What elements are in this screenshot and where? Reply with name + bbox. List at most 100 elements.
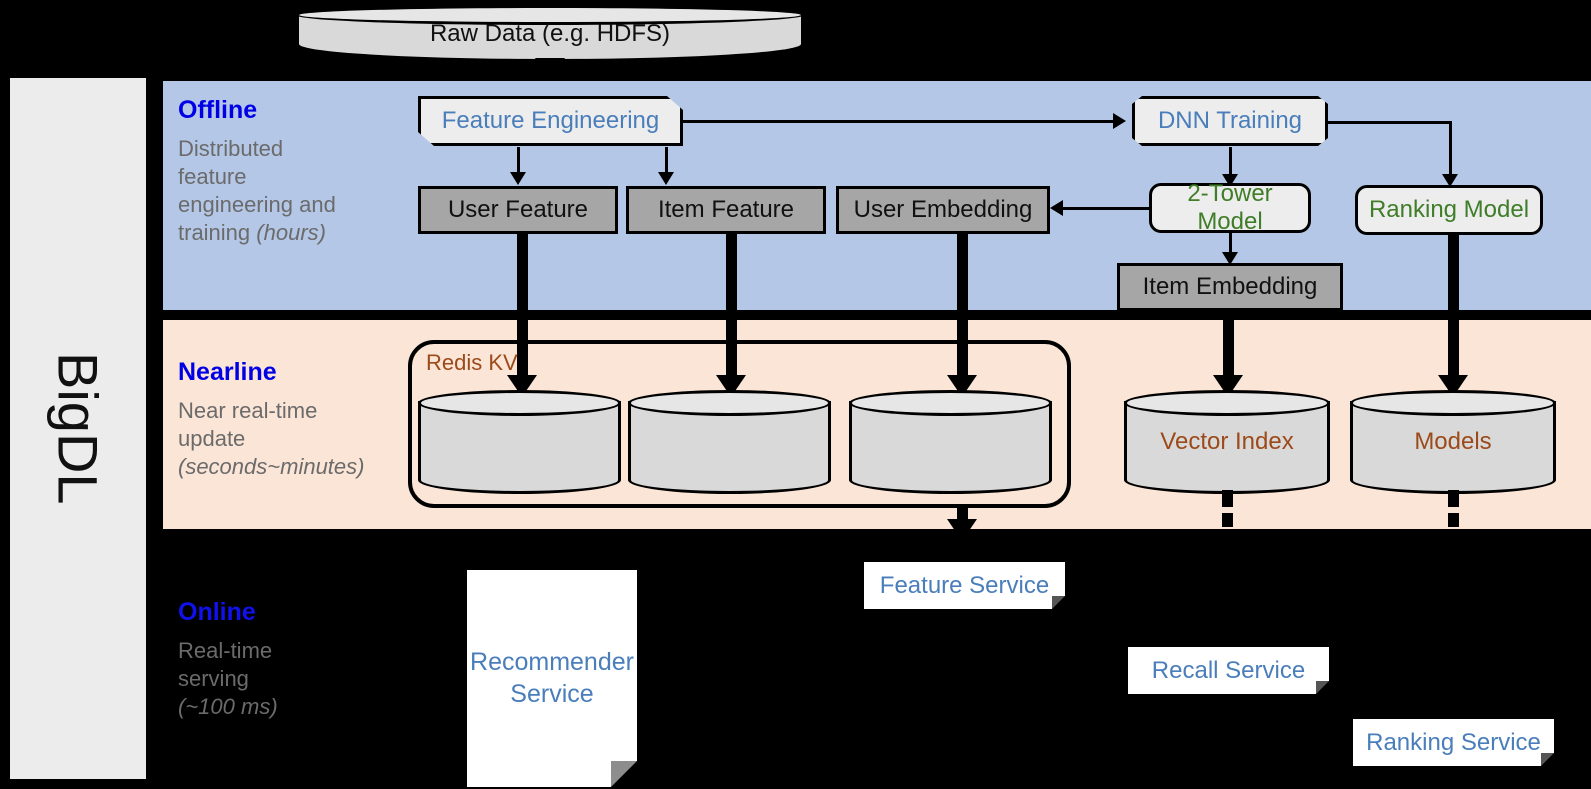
redis-kv-label: Redis KV [426, 350, 518, 375]
offline-desc-line-3: engineering and [178, 191, 336, 217]
page-fold-icon [611, 761, 637, 787]
recommender-service-label-line2: Service [510, 679, 594, 708]
cylinder-top [296, 5, 804, 25]
kv-store-cylinder-1[interactable] [418, 390, 621, 494]
connector-fe-to-dnn [683, 120, 1113, 123]
connector-dnn-to-ranking-v [1449, 121, 1452, 177]
feature-engineering-box[interactable]: Feature Engineering [418, 96, 683, 146]
recommender-service-card[interactable]: Recommender Service [467, 570, 637, 787]
item-feature-label: Item Feature [657, 196, 795, 223]
pipe-userembedding-to-kv [957, 234, 968, 386]
bigdl-sidebar: BigDL [8, 76, 148, 781]
pipe-userfeature-to-kv [517, 234, 528, 386]
page-fold-icon [1316, 681, 1329, 694]
connector-dnn-to-ranking-h [1328, 121, 1452, 124]
ranking-model-box[interactable]: Ranking Model [1355, 185, 1543, 235]
ranking-service-card[interactable]: Ranking Service [1353, 719, 1554, 766]
arrowhead-rawdata-to-fe [535, 58, 565, 80]
vector-index-cylinder[interactable]: Vector Index [1124, 390, 1330, 494]
item-embedding-label: Item Embedding [1142, 273, 1318, 300]
nearline-description: Near real-time update (seconds~minutes) [178, 397, 410, 481]
dash-redis-to-featureservice-1 [957, 508, 968, 522]
offline-description: Distributed feature engineering and trai… [178, 135, 410, 247]
recall-service-label: Recall Service [1151, 656, 1306, 684]
raw-data-cylinder: Raw Data (e.g. HDFS) [296, 5, 804, 62]
online-title: Online [178, 598, 256, 626]
offline-latency: (hours) [256, 219, 326, 245]
arrowhead-twotower-to-userembedding [1050, 200, 1063, 216]
online-description: Real-time serving (~100 ms) [178, 637, 410, 721]
two-tower-model-box[interactable]: 2-Tower Model [1149, 180, 1311, 235]
kv-store-cylinder-2[interactable] [628, 390, 831, 494]
recommender-service-label-line1: Recommender [470, 648, 634, 677]
connector-fe-to-userfeature [517, 147, 520, 174]
models-label: Models [1414, 428, 1492, 455]
user-feature-box[interactable]: User Feature [418, 186, 618, 234]
offline-title: Offline [178, 96, 258, 124]
nearline-latency: (seconds~minutes) [178, 453, 365, 479]
cylinder-top [1350, 390, 1556, 416]
feature-engineering-label: Feature Engineering [441, 107, 660, 134]
cylinder-top [628, 390, 831, 416]
page-fold-icon [1541, 753, 1554, 766]
ranking-model-label: Ranking Model [1368, 196, 1530, 223]
arrowhead-dnn-to-ranking [1442, 174, 1458, 187]
dnn-training-box[interactable]: DNN Training [1132, 96, 1328, 146]
redis-kv-container [408, 340, 1071, 508]
item-feature-box[interactable]: Item Feature [626, 186, 826, 234]
nearline-title: Nearline [178, 358, 277, 386]
pipe-rankingmodel-to-models [1448, 235, 1459, 386]
online-latency: (~100 ms) [178, 693, 278, 719]
arrowhead-fe-to-userfeature [510, 172, 526, 185]
feature-service-card[interactable]: Feature Service [864, 562, 1065, 609]
dash-models-2 [1448, 513, 1459, 527]
models-cylinder[interactable]: Models [1350, 390, 1556, 494]
kv-store-label-1 [418, 390, 621, 494]
connector-fe-to-itemfeature [665, 147, 668, 174]
offline-desc-line-2: feature [178, 163, 247, 189]
user-embedding-box[interactable]: User Embedding [836, 186, 1050, 234]
dash-vectorindex-1 [1222, 490, 1233, 507]
nearline-desc-line-2: update [178, 425, 246, 451]
online-caption: Online Real-time serving (~100 ms) [178, 598, 410, 721]
connector-twotower-to-itemembedding [1229, 233, 1232, 261]
vector-index-label: Vector Index [1160, 428, 1294, 455]
nearline-desc-line-1: Near real-time [178, 398, 318, 423]
offline-caption: Offline Distributed feature engineering … [178, 96, 410, 247]
feature-service-label: Feature Service [879, 571, 1050, 599]
user-embedding-label: User Embedding [853, 196, 1033, 223]
arrowhead-twotower-to-itemembedding [1222, 252, 1238, 265]
dash-models-1 [1448, 490, 1459, 507]
user-feature-label: User Feature [447, 196, 589, 223]
offline-desc-line-1: Distributed [178, 136, 284, 161]
ranking-service-label: Ranking Service [1366, 728, 1541, 756]
raw-data-label: Raw Data (e.g. HDFS) [429, 19, 671, 47]
cylinder-top [849, 390, 1052, 416]
page-fold-icon [1052, 596, 1065, 609]
pipe-itemfeature-to-kv [726, 234, 737, 386]
pipe-itemembedding-to-vectorindex [1223, 311, 1234, 386]
two-tower-model-label: 2-Tower Model [1187, 180, 1273, 235]
offline-desc-line-4: training (hours) [178, 219, 410, 247]
online-desc-line-1: Real-time [178, 638, 273, 663]
kv-store-label-2 [628, 390, 831, 494]
online-desc-line-2: serving [178, 665, 249, 691]
cylinder-top [418, 390, 621, 416]
nearline-caption: Nearline Near real-time update (seconds~… [178, 358, 410, 481]
connector-dnn-to-twotower [1229, 147, 1232, 179]
cylinder-body [418, 401, 621, 494]
cylinder-body [849, 401, 1052, 494]
connector-twotower-to-userembedding [1062, 207, 1152, 210]
kv-store-cylinder-3[interactable] [849, 390, 1052, 494]
arrowhead-redis-to-featureservice [947, 519, 977, 541]
recall-service-card[interactable]: Recall Service [1128, 647, 1329, 694]
cylinder-top [1124, 390, 1330, 416]
item-embedding-box[interactable]: Item Embedding [1117, 263, 1343, 311]
kv-store-label-3 [849, 390, 1052, 494]
dnn-training-label: DNN Training [1157, 107, 1303, 134]
dash-vectorindex-2 [1222, 513, 1233, 527]
cylinder-body [1124, 401, 1330, 494]
bigdl-label: BigDL [46, 352, 110, 505]
arrowhead-fe-to-dnn [1113, 113, 1126, 129]
